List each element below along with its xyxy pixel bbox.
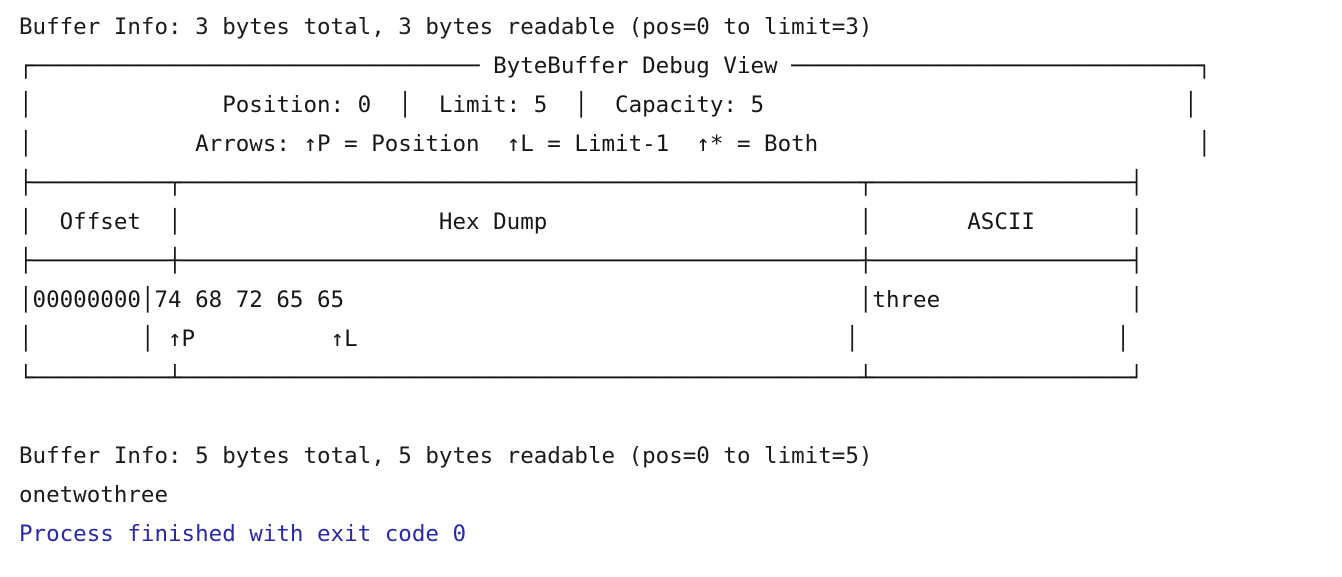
arrows-legend-line: │ Arrows: ↑P = Position ↑L = Limit-1 ↑* … — [19, 131, 1212, 157]
table-header-row: │ Offset │ Hex Dump │ ASCII │ — [19, 209, 1144, 235]
box-top-border-with-title: ┌───────────────────────────────── ByteB… — [19, 53, 1212, 79]
buffer-info-line-2: Buffer Info: 5 bytes total, 5 bytes read… — [19, 443, 873, 469]
table-bottom-border: └──────────┴────────────────────────────… — [19, 365, 1144, 391]
buffer-state-line: │ Position: 0 │ Limit: 5 │ Capacity: 5 │ — [19, 92, 1198, 118]
spacer-line — [19, 398, 1339, 437]
table-header-separator: ├──────────┼────────────────────────────… — [19, 248, 1144, 274]
buffer-info-line-1: Buffer Info: 3 bytes total, 3 bytes read… — [19, 14, 873, 40]
table-data-row: │00000000│74 68 72 65 65 │three │ — [19, 287, 1144, 313]
process-exit-line: Process finished with exit code 0 — [19, 521, 467, 547]
buffer-contents-line: onetwothree — [19, 482, 169, 508]
table-arrow-row: │ │ ↑P ↑L │ │ — [19, 326, 1130, 352]
console-output: Buffer Info: 3 bytes total, 3 bytes read… — [19, 8, 1339, 554]
table-top-separator: ├──────────┬────────────────────────────… — [19, 170, 1144, 196]
